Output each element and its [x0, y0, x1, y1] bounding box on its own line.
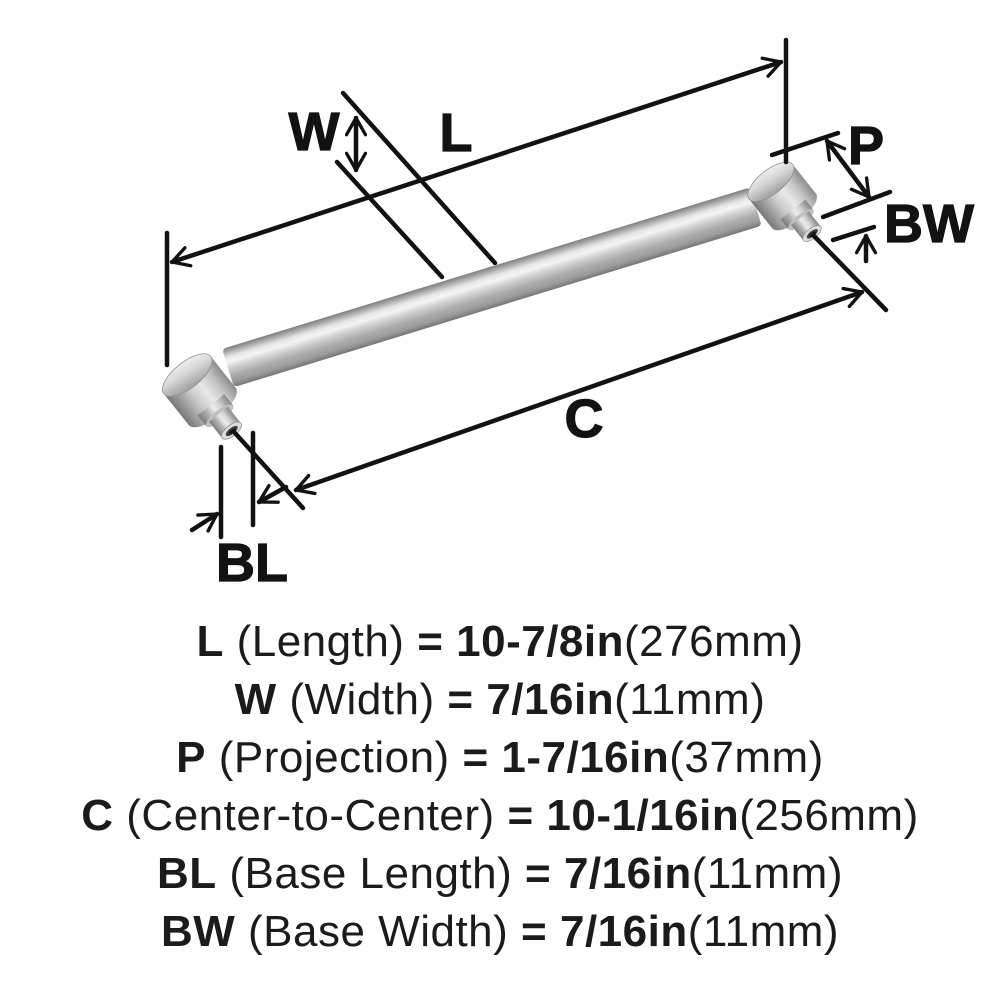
spec-line-projection: P (Projection) = 1-7/16in(37mm)	[0, 729, 1000, 787]
spec-name: (Base Length)	[229, 849, 513, 898]
base-length-arrow-right	[256, 483, 289, 505]
left-post	[162, 353, 242, 440]
spec-name: (Width)	[289, 675, 435, 724]
label-width: W	[289, 102, 340, 162]
spec-abbr: BL	[156, 849, 217, 898]
spec-name: (Base Width)	[248, 907, 509, 956]
spec-list: L (Length) = 10-7/8in(276mm) W (Width) =…	[0, 613, 1000, 961]
right-post-collar	[780, 199, 814, 230]
left-post-base-face	[162, 353, 213, 397]
spec-metric: (37mm)	[669, 733, 824, 782]
left-post-screw-hole-inner	[228, 428, 236, 435]
spec-name: (Center-to-Center)	[126, 791, 495, 840]
spec-metric: (11mm)	[691, 849, 843, 898]
spec-metric: (276mm)	[624, 617, 804, 666]
right-post	[747, 161, 822, 242]
equals-sign: =	[525, 849, 552, 898]
center-extension-line-right	[811, 233, 889, 313]
projection-extension-line-top	[769, 130, 841, 158]
equals-sign: =	[447, 675, 474, 724]
dimension-labels: W L P BW C BL	[215, 101, 974, 593]
right-post-stem	[791, 211, 821, 241]
spec-value: 10-7/8in	[456, 617, 625, 666]
label-length: L	[440, 103, 473, 163]
spec-abbr: L	[196, 617, 224, 666]
projection-extension-line-bottom	[820, 189, 893, 220]
label-base-width: BW	[884, 194, 974, 254]
handle-pull	[162, 161, 822, 440]
spec-value: 7/16in	[559, 907, 688, 956]
left-post-collar	[197, 394, 233, 427]
spec-metric: (11mm)	[614, 675, 766, 724]
spec-line-length: L (Length) = 10-7/8in(276mm)	[0, 613, 1000, 671]
spec-abbr: W	[234, 675, 277, 724]
spec-name: (Length)	[236, 617, 405, 666]
dimension-drawing-canvas: W L P BW C BL	[162, 37, 975, 594]
left-post-base-body	[163, 356, 236, 426]
spec-abbr: P	[176, 733, 207, 782]
base-length-arrow-left	[189, 511, 220, 533]
label-projection: P	[848, 116, 884, 176]
spec-line-center-to-center: C (Center-to-Center) = 10-1/16in(256mm)	[0, 787, 1000, 845]
spec-value: 7/16in	[563, 849, 692, 898]
spec-metric: (11mm)	[687, 907, 840, 956]
equals-sign: =	[507, 791, 534, 840]
spec-line-width: W (Width) = 7/16in(11mm)	[0, 671, 1000, 729]
center-to-center-dimension-line	[293, 286, 865, 496]
spec-value: 7/16in	[486, 675, 615, 724]
right-post-screw-hole-inner	[809, 231, 816, 237]
spec-line-base-length: BL (Base Length) = 7/16in(11mm)	[0, 845, 1000, 903]
label-base-length: BL	[216, 533, 288, 593]
spec-abbr: C	[81, 791, 114, 840]
equals-sign: =	[417, 617, 444, 666]
label-center-to-center: C	[565, 389, 604, 449]
spec-name: (Projection)	[218, 733, 450, 782]
width-extension-line-upper	[340, 90, 498, 266]
spec-value: 1-7/16in	[501, 733, 670, 782]
spec-value: 10-1/16in	[546, 791, 740, 840]
length-dimension-line	[169, 56, 784, 268]
equals-sign: =	[462, 733, 489, 782]
equals-sign: =	[521, 907, 548, 956]
projection-dimension-line	[824, 138, 872, 200]
center-extension-line-left	[232, 430, 306, 511]
left-post-stem	[209, 406, 241, 439]
spec-line-base-width: BW (Base Width) = 7/16in(11mm)	[0, 903, 1000, 961]
spec-metric: (256mm)	[739, 791, 919, 840]
base-width-extension-line	[830, 224, 877, 243]
dimension-lines	[164, 37, 893, 540]
spec-abbr: BW	[160, 907, 236, 956]
width-extension-line-lower	[334, 159, 445, 280]
